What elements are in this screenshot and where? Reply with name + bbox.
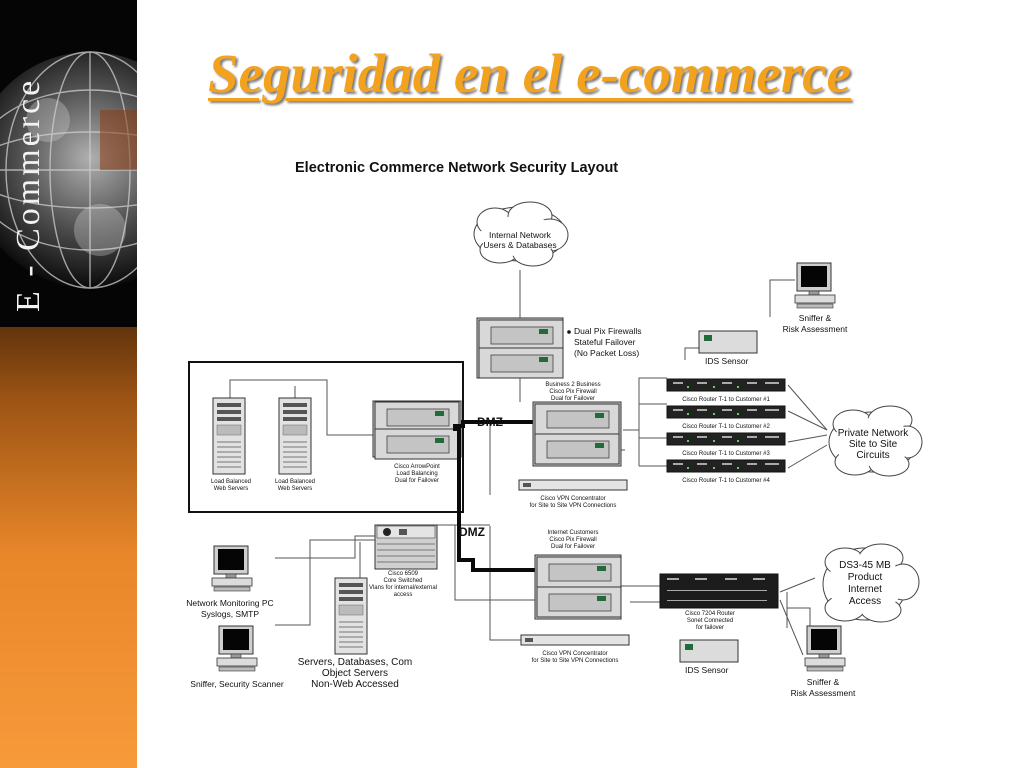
globe-image: E - Commerce (0, 0, 137, 327)
dmz-boundary-box (188, 361, 464, 513)
servers-label-2: Object Servers (322, 668, 388, 679)
inet-fw-label-3: Dual for Failover (551, 544, 595, 550)
cloud-private-label-1: Private Network (838, 428, 910, 439)
core-router-label-3: for failover (696, 625, 724, 631)
dual-pix-label-3: (No Packet Loss) (574, 348, 639, 358)
vpn-bottom-label-2: for Site to Site VPN Connections (532, 658, 619, 664)
sidebar-brand: E - Commerce (10, 77, 47, 312)
dmz-label-bottom: DMZ (459, 525, 485, 539)
cloud-internal-network: Internal Network Users & Databases (473, 201, 569, 267)
router-1: Cisco Router T-1 to Customer #1 (666, 378, 786, 403)
sniffer-bottom-label-2: Risk Assessment (791, 688, 856, 698)
dual-pix-label-2: Stateful Failover (574, 337, 636, 347)
vpn-top-label-1: Cisco VPN Concentrator (540, 496, 605, 502)
web-server-1-label-2: Web Servers (214, 486, 249, 492)
web-server-2: Load Balanced Web Servers (275, 397, 315, 492)
core-router-label-2: Sonet Connected (687, 618, 733, 624)
servers-label-1: Servers, Databases, Com (298, 657, 413, 668)
netmon-label-2: Syslogs, SMTP (201, 609, 259, 619)
vpn-top-label-2: for Site to Site VPN Connections (530, 503, 617, 509)
dual-pix-label-1: Dual Pix Firewalls (574, 326, 642, 336)
arrowpoint-label-2: Load Balancing (396, 471, 437, 477)
netmon-label-1: Network Monitoring PC (186, 598, 273, 608)
ids-sensor-top: IDS Sensor (698, 330, 758, 366)
scanner-label: Sniffer, Security Scanner (190, 679, 284, 689)
internet-pix-firewall: Internet Customers Cisco Pix Firewall Du… (534, 530, 622, 620)
security-scanner-pc: Sniffer, Security Scanner (190, 625, 284, 689)
core-switch-label-2: Core Switched (383, 578, 422, 584)
b2b-label-2: Cisco Pix Firewall (549, 389, 596, 395)
cloud-internet: DS3-45 MB Product Internet Access (822, 543, 920, 623)
ids-bottom-label: IDS Sensor (685, 665, 729, 675)
sidebar: E - Commerce (0, 0, 137, 768)
router-3: Cisco Router T-1 to Customer #3 (666, 432, 786, 457)
sniffer-top: Sniffer & Risk Assessment (783, 262, 848, 334)
cloud-internal-label-1: Internal Network (489, 230, 552, 240)
b2b-label-3: Dual for Failover (551, 396, 595, 402)
sniffer-top-label-1: Sniffer & (799, 313, 832, 323)
arrowpoint-label-3: Dual for Failover (395, 478, 439, 484)
web-server-2-label-1: Load Balanced (275, 479, 315, 485)
router-3-label: Cisco Router T-1 to Customer #3 (682, 451, 770, 457)
vpn-concentrator-top: Cisco VPN Concentrator for Site to Site … (518, 479, 628, 509)
inet-fw-label-1: Internet Customers (547, 530, 598, 536)
b2b-pix-firewall: Business 2 Business Cisco Pix Firewall D… (532, 382, 622, 467)
internal-servers: Servers, Databases, Com Object Servers N… (298, 577, 413, 690)
cloud-internet-label-2: Product (848, 572, 883, 583)
ids-sensor-bottom: IDS Sensor (679, 639, 739, 675)
cloud-internet-label-4: Access (849, 596, 881, 607)
sniffer-top-label-2: Risk Assessment (783, 324, 848, 334)
core-router-7204: Cisco 7204 Router Sonet Connected for fa… (659, 573, 779, 631)
globe-graphic (0, 51, 137, 289)
dmz-label-top: DMZ (477, 415, 503, 429)
web-server-1-label-1: Load Balanced (211, 479, 251, 485)
cloud-private-network: Private Network Site to Site Circuits (828, 405, 923, 477)
network-diagram: Electronic Commerce Network Security Lay… (186, 160, 923, 698)
router-2: Cisco Router T-1 to Customer #2 (666, 405, 786, 430)
cloud-internet-label-1: DS3-45 MB (839, 560, 891, 571)
web-server-1: Load Balanced Web Servers (211, 397, 251, 492)
router-4-label: Cisco Router T-1 to Customer #4 (682, 478, 770, 484)
router-4: Cisco Router T-1 to Customer #4 (666, 459, 786, 484)
diagram-heading: Electronic Commerce Network Security Lay… (295, 160, 618, 176)
sniffer-bottom-label-1: Sniffer & (807, 677, 840, 687)
cloud-internet-label-3: Internet (848, 584, 882, 595)
arrowpoint-label-1: Cisco ArrowPoint (394, 464, 440, 470)
arrowpoint-load-balancer: Cisco ArrowPoint Load Balancing Dual for… (372, 400, 462, 484)
core-switch-label-4: access (394, 592, 413, 598)
core-switch: Cisco 6509 Core Switched Vlans for inter… (369, 524, 438, 598)
core-switch-label-3: Vlans for internal/external (369, 585, 437, 591)
cloud-private-label-2: Site to Site (849, 439, 898, 450)
core-switch-label-1: Cisco 6509 (388, 571, 419, 577)
b2b-label-1: Business 2 Business (545, 382, 600, 388)
slide-title: Seguridad en el e-commerce (208, 43, 852, 104)
dmz-links (453, 420, 537, 572)
servers-label-3: Non-Web Accessed (311, 679, 399, 690)
web-server-2-label-2: Web Servers (278, 486, 313, 492)
cloud-private-label-3: Circuits (856, 450, 889, 461)
network-monitoring-pc: Network Monitoring PC Syslogs, SMTP (186, 545, 274, 619)
ids-top-label: IDS Sensor (705, 356, 749, 366)
router-1-label: Cisco Router T-1 to Customer #1 (682, 397, 770, 403)
vpn-bottom-label-1: Cisco VPN Concentrator (542, 651, 607, 657)
router-2-label: Cisco Router T-1 to Customer #2 (682, 424, 770, 430)
cloud-internal-label-2: Users & Databases (483, 240, 556, 250)
vpn-concentrator-bottom: Cisco VPN Concentrator for Site to Site … (520, 634, 630, 664)
inet-fw-label-2: Cisco Pix Firewall (549, 537, 596, 543)
core-router-label-1: Cisco 7204 Router (685, 611, 735, 617)
sniffer-bottom: Sniffer & Risk Assessment (791, 625, 856, 698)
dual-pix-firewalls: Dual Pix Firewalls Stateful Failover (No… (476, 317, 642, 379)
